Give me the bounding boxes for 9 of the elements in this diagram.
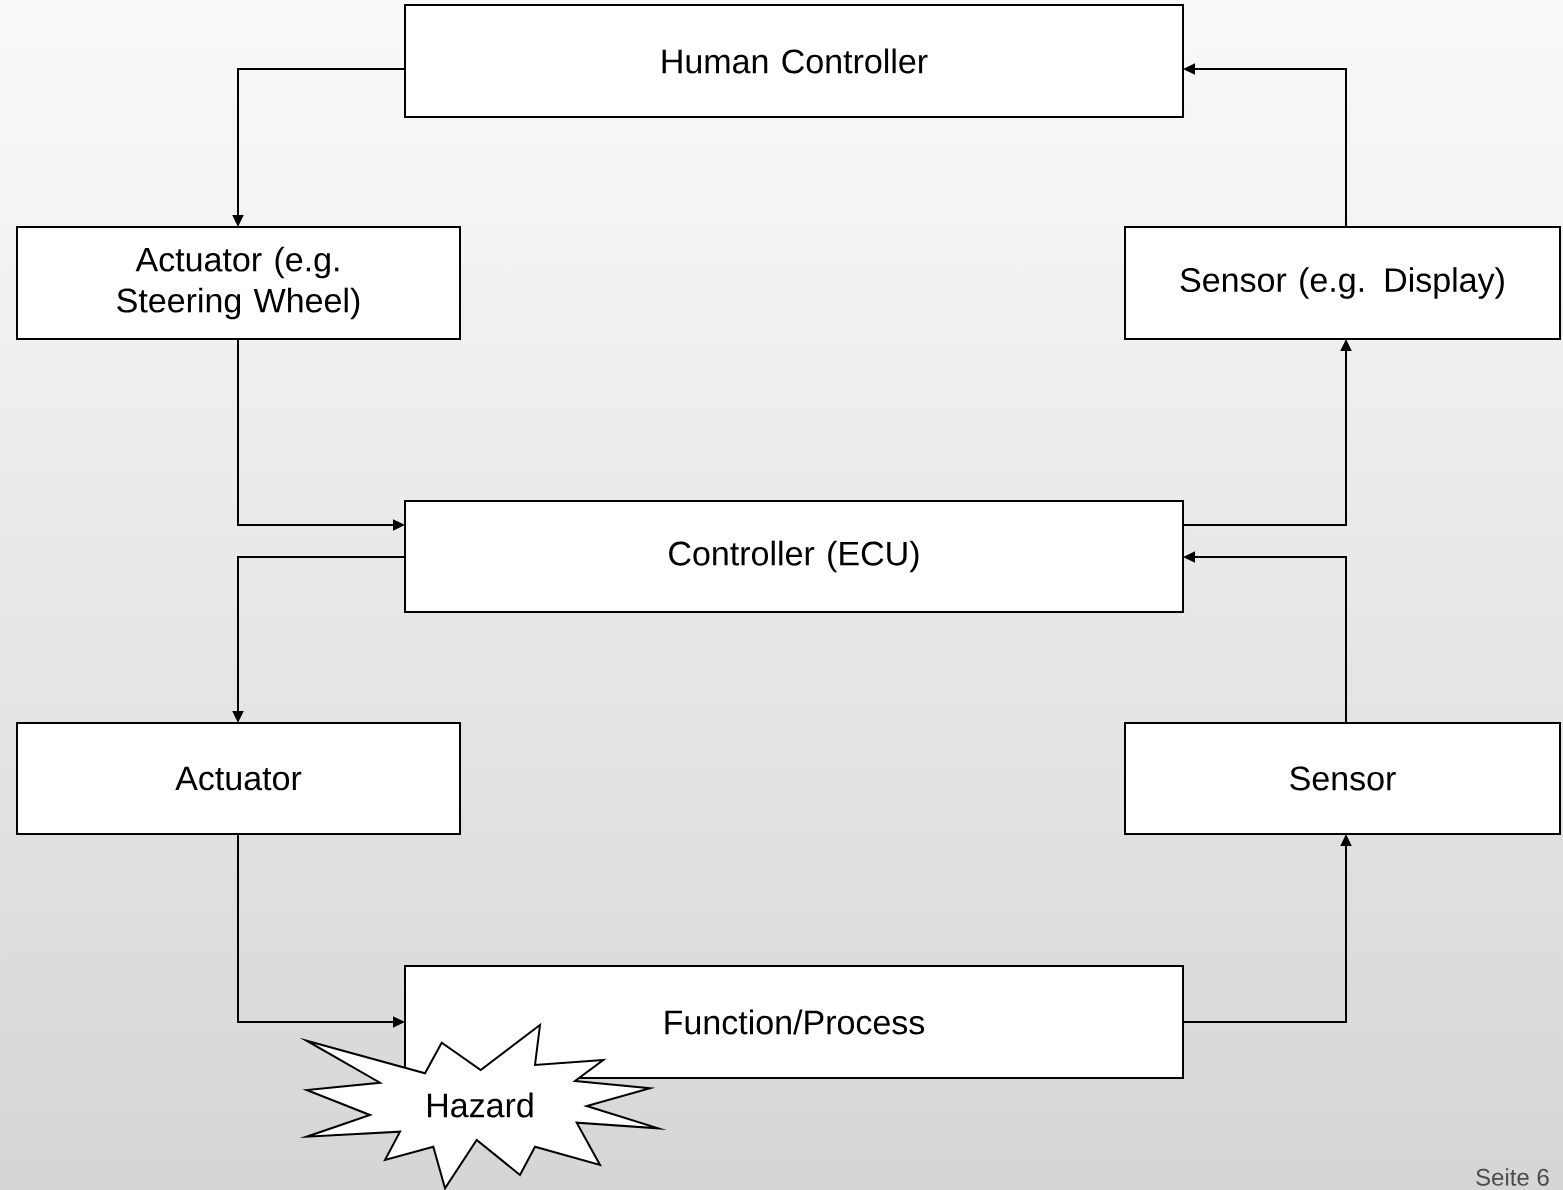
process-box: Sensor (e.g. Display) xyxy=(1124,226,1561,340)
process-box: Human Controller xyxy=(404,4,1184,118)
process-box: Controller (ECU) xyxy=(404,500,1184,613)
process-box: Sensor xyxy=(1124,722,1561,835)
process-box: Function/Process xyxy=(404,965,1184,1079)
process-box: Actuator (e.g. Steering Wheel) xyxy=(16,226,461,340)
process-box: Actuator xyxy=(16,722,461,835)
node-label: Hazard xyxy=(428,1092,533,1118)
page-number: Seite 6 xyxy=(1476,1168,1549,1186)
